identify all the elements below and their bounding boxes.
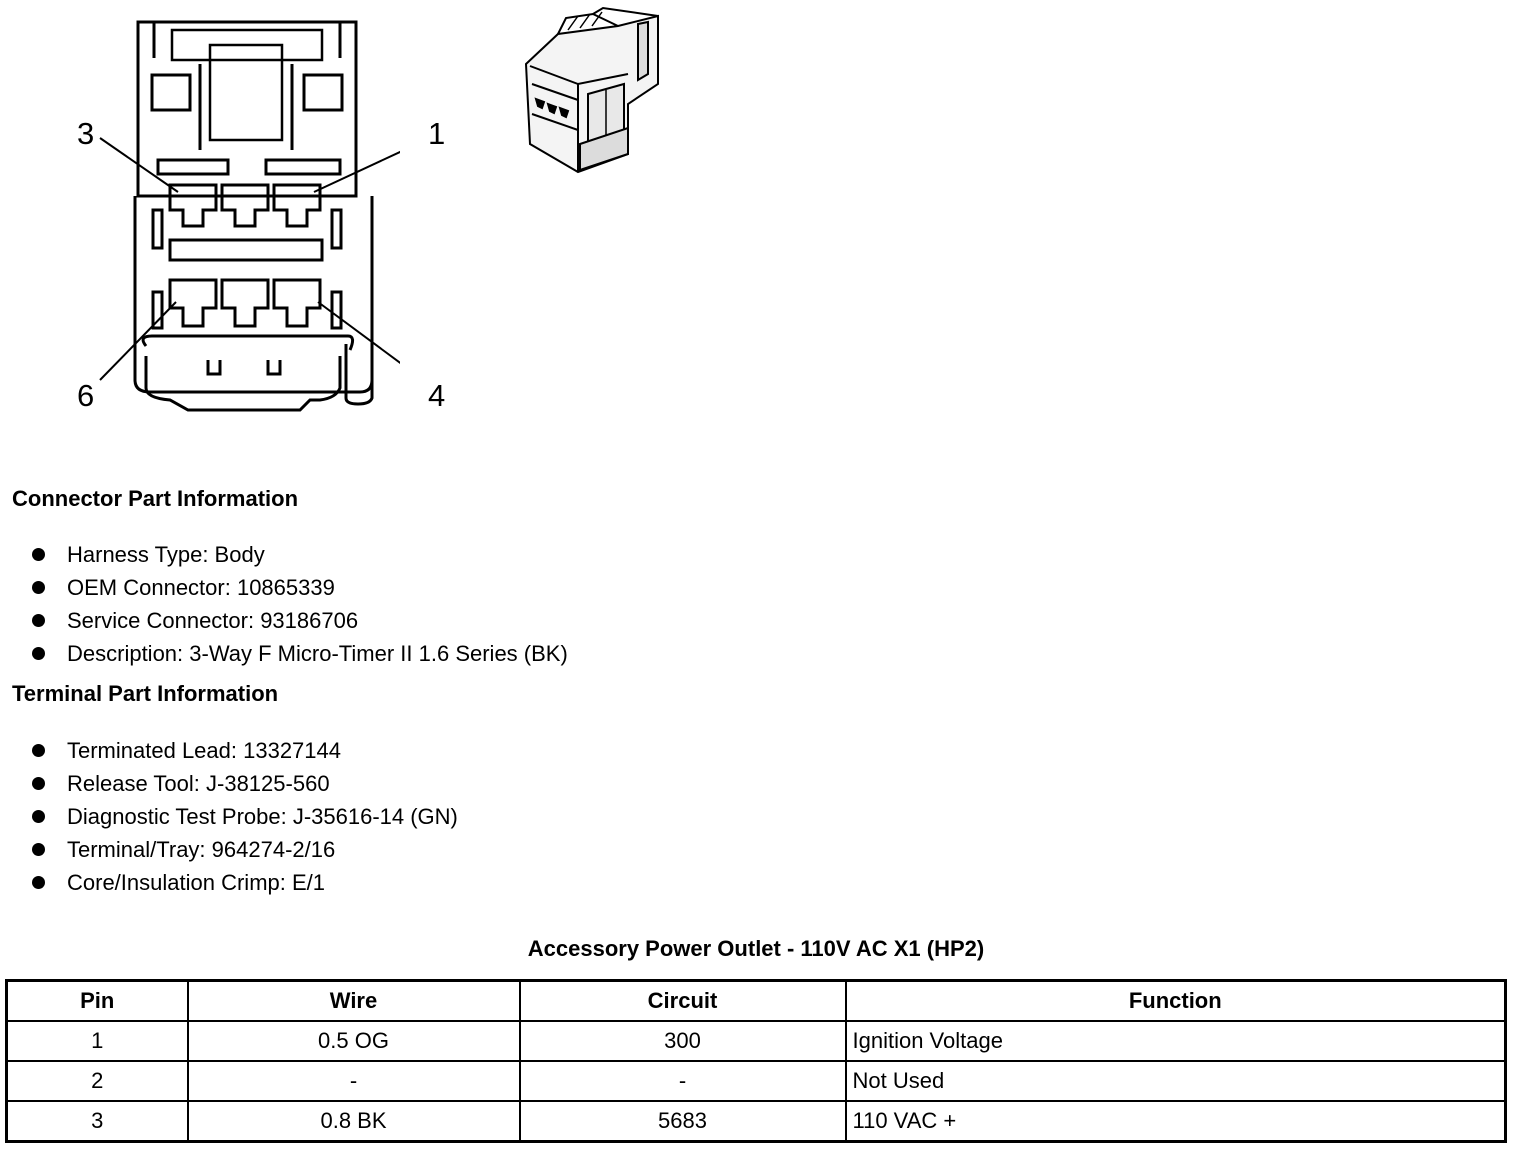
cell-wire: 0.8 BK <box>186 1100 521 1143</box>
cell-pin: 3 <box>5 1100 189 1143</box>
list-item: Description: 3-Way F Micro-Timer II 1.6 … <box>26 637 568 670</box>
column-header-function: Function <box>844 979 1507 1022</box>
top-cavities <box>168 183 322 228</box>
connector-3d-image <box>524 6 659 174</box>
table-header-row: Pin Wire Circuit Function <box>5 979 1507 1022</box>
pin-table: Pin Wire Circuit Function 1 0.5 OG 300 I… <box>5 979 1507 1143</box>
bullet-icon <box>32 614 45 627</box>
bullet-icon <box>32 647 45 660</box>
cell-circuit: 300 <box>518 1020 847 1062</box>
bullet-icon <box>32 581 45 594</box>
bullet-icon <box>32 810 45 823</box>
terminal-part-info-title: Terminal Part Information <box>12 681 279 706</box>
table-caption: Accessory Power Outlet - 110V AC X1 (HP2… <box>527 936 985 961</box>
housing-outline <box>136 20 358 198</box>
column-header-wire: Wire <box>186 979 521 1022</box>
list-item: Diagnostic Test Probe: J-35616-14 (GN) <box>26 800 458 833</box>
list-item: Core/Insulation Crimp: E/1 <box>26 866 458 899</box>
cell-wire: - <box>186 1060 521 1102</box>
table-row: 1 0.5 OG 300 Ignition Voltage <box>5 1020 1507 1062</box>
connector-face-drawing <box>99 20 400 412</box>
bullet-icon <box>32 777 45 790</box>
bullet-icon <box>32 843 45 856</box>
list-item: Terminal/Tray: 964274-2/16 <box>26 833 458 866</box>
cell-function: Not Used <box>844 1060 1507 1102</box>
list-item: Service Connector: 93186706 <box>26 604 568 637</box>
list-item: Harness Type: Body <box>26 538 568 571</box>
column-header-pin: Pin <box>5 979 189 1022</box>
connector-part-info-list: Harness Type: Body OEM Connector: 108653… <box>26 538 568 670</box>
list-item: OEM Connector: 10865339 <box>26 571 568 604</box>
terminal-part-info-list: Terminated Lead: 13327144 Release Tool: … <box>26 734 458 899</box>
connector-part-info-title: Connector Part Information <box>12 486 299 511</box>
list-item: Terminated Lead: 13327144 <box>26 734 458 767</box>
bullet-icon <box>32 876 45 889</box>
pin-label-4: 4 <box>428 378 446 413</box>
bottom-cavities <box>168 278 322 328</box>
table-row: 3 0.8 BK 5683 110 VAC + <box>5 1100 1507 1143</box>
list-item: Release Tool: J-38125-560 <box>26 767 458 800</box>
cell-pin: 1 <box>5 1020 189 1062</box>
pin-label-3: 3 <box>77 116 95 151</box>
bullet-icon <box>32 744 45 757</box>
cell-circuit: - <box>518 1060 847 1102</box>
pin-label-6: 6 <box>77 378 95 413</box>
table-row: 2 - - Not Used <box>5 1060 1507 1102</box>
cell-pin: 2 <box>5 1060 189 1102</box>
cell-circuit: 5683 <box>518 1100 847 1143</box>
cell-function: Ignition Voltage <box>844 1020 1507 1062</box>
cell-function: 110 VAC + <box>844 1100 1507 1143</box>
pin-label-1: 1 <box>428 116 446 151</box>
cell-wire: 0.5 OG <box>186 1020 521 1062</box>
column-header-circuit: Circuit <box>518 979 847 1022</box>
bullet-icon <box>32 548 45 561</box>
